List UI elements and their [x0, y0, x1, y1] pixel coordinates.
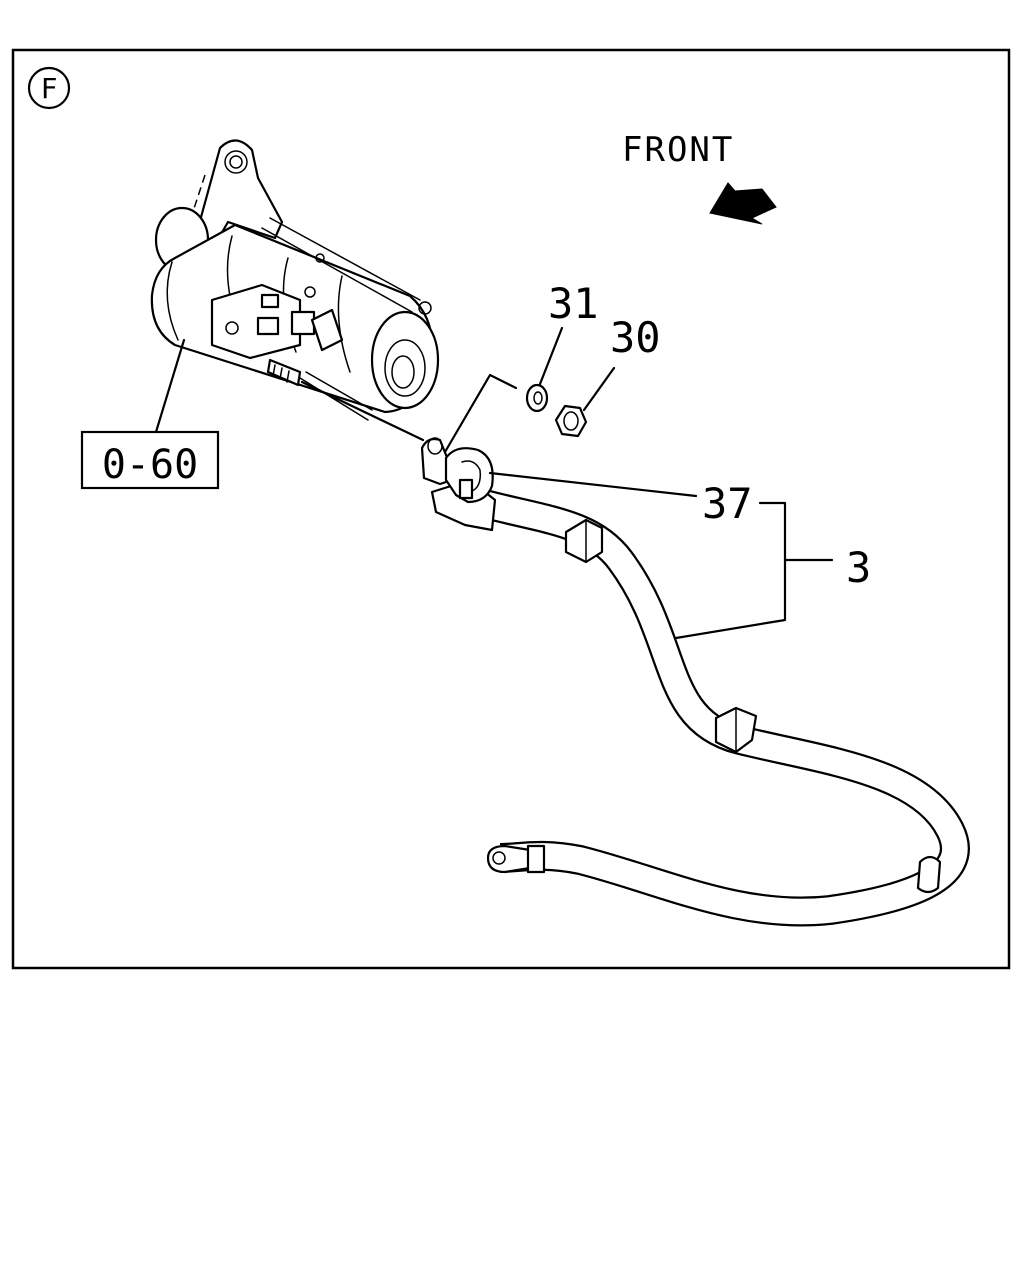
- reference-leader: [154, 338, 186, 434]
- callout-37-leader: [488, 471, 698, 498]
- callout-3: 3: [846, 543, 871, 592]
- callout-30-leader: [582, 366, 616, 412]
- reference-box: [80, 430, 220, 490]
- callout-3-bracket: [674, 501, 787, 640]
- assembly-leader: [443, 373, 518, 454]
- callout-30: 30: [610, 313, 661, 362]
- section-badge-letter: F: [41, 72, 58, 105]
- section-badge: F: [27, 66, 71, 110]
- terminal-connection-line: [300, 380, 425, 442]
- nut-part: [554, 404, 588, 438]
- diagram-frame: [11, 48, 1011, 970]
- callout-31-leader: [538, 326, 564, 386]
- battery-cable-illustration: [420, 437, 970, 927]
- front-arrow-icon: [709, 182, 777, 225]
- front-label: FRONT: [622, 130, 734, 170]
- starter-motor-illustration: [150, 139, 440, 421]
- reference-box-label: 0-60: [102, 442, 198, 488]
- washer-part: [525, 383, 549, 413]
- callout-37: 37: [702, 479, 753, 528]
- callout-31: 31: [548, 279, 599, 328]
